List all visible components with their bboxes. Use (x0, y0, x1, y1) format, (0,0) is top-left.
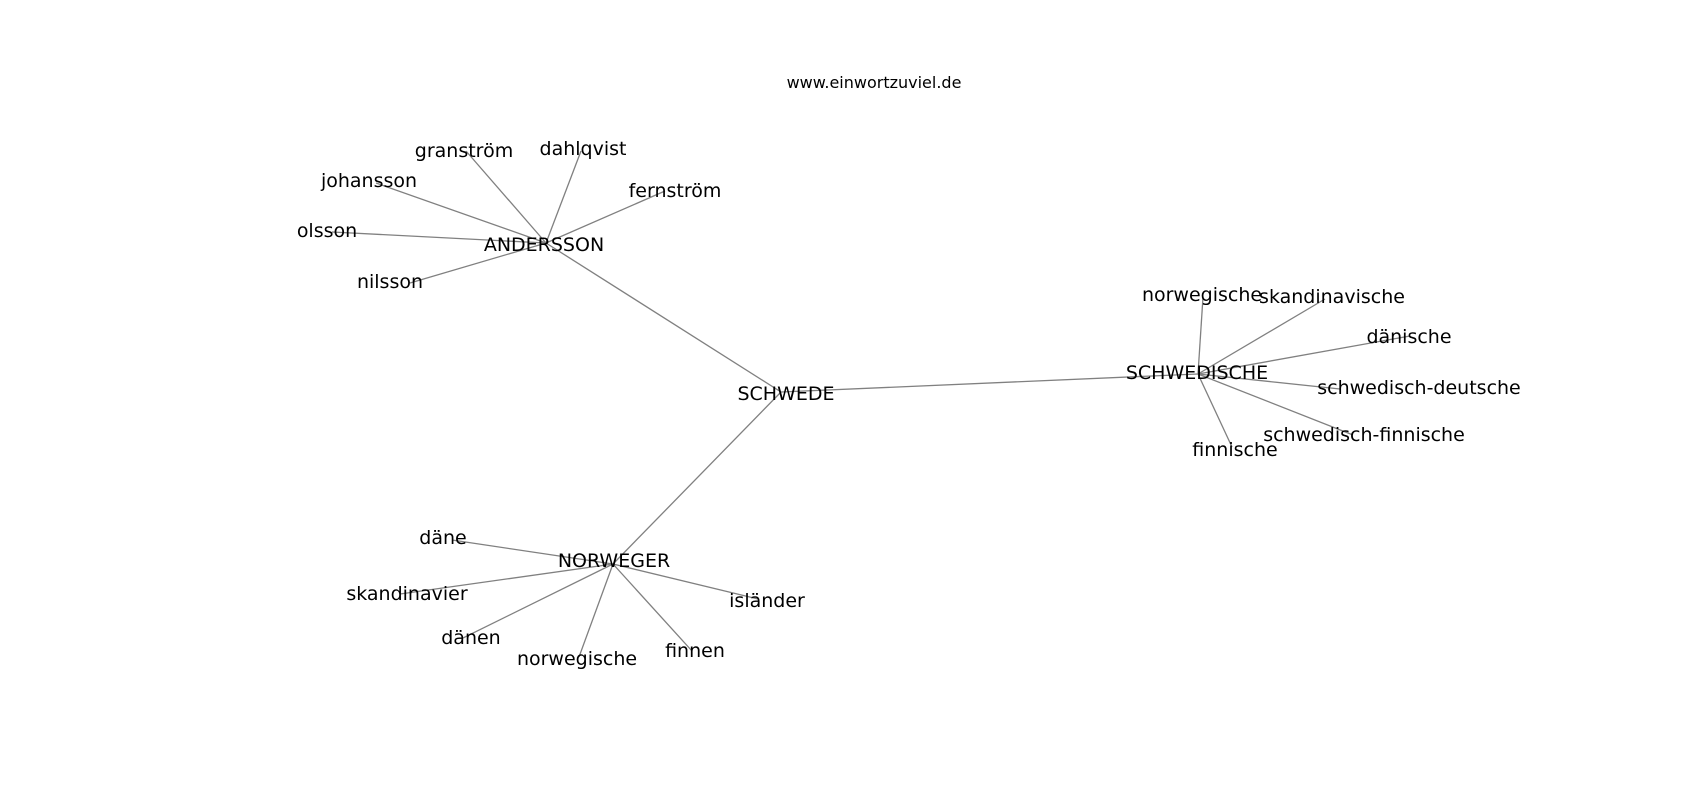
node-label-schwedische-finnische: finnische (1192, 439, 1277, 461)
node-label-norweger: NORWEGER (558, 550, 670, 572)
node-label-andersson-olsson: olsson (297, 220, 357, 242)
node-label-andersson: ANDERSSON (484, 234, 604, 256)
graph-edges (331, 150, 1411, 658)
edge-norweger-finnen (612, 563, 693, 652)
node-label-schwedische-daenische: dänische (1366, 326, 1451, 348)
edge-schwede-norweger (612, 391, 782, 565)
node-label-schwedische: SCHWEDISCHE (1126, 362, 1268, 384)
edge-andersson-nilsson (409, 242, 547, 284)
node-label-norweger-daene: däne (419, 527, 466, 549)
node-label-norweger-skandinavier: skandinavier (346, 583, 467, 605)
edge-schwedische-skandinavische (1197, 298, 1326, 375)
edge-schwedische-schwedisch-finnische (1197, 373, 1354, 436)
edge-schwedische-daenische (1197, 335, 1411, 375)
edge-andersson-johansson (375, 182, 547, 244)
node-label-norweger-daenen: dänen (441, 627, 500, 649)
node-label-schwedische-schwedisch-deutsche: schwedisch-deutsche (1317, 377, 1521, 399)
node-label-andersson-granstroem: granström (415, 140, 513, 162)
node-label-schwedische-schwedisch-finnische: schwedisch-finnische (1263, 424, 1465, 446)
edge-andersson-granstroem (465, 150, 547, 244)
edge-andersson-olsson (331, 231, 547, 244)
site-caption: www.einwortzuviel.de (787, 73, 962, 92)
edge-norweger-skandinavier (399, 563, 614, 595)
node-label-norweger-finnen: finnen (665, 640, 725, 662)
edge-norweger-islaender (612, 563, 759, 600)
edge-norweger-daenen (462, 563, 614, 639)
node-label-norweger-islaender: isländer (729, 590, 805, 612)
edge-schwedische-finnische (1197, 373, 1233, 448)
graph-labels: SCHWEDE ANDERSSON granström dahlqvist johans… (297, 138, 1521, 670)
edge-andersson-fernstroem (545, 190, 666, 244)
edge-schwedische-norwegische (1197, 296, 1204, 375)
node-label-schwedische-norwegische: norwegische (1142, 284, 1262, 306)
edge-andersson-dahlqvist (545, 150, 582, 244)
node-label-schwede: SCHWEDE (737, 383, 834, 405)
node-label-schwedische-skandinavische: skandinavische (1259, 286, 1405, 308)
node-label-andersson-nilsson: nilsson (357, 271, 423, 293)
edge-schwede-schwedische (780, 373, 1199, 393)
edge-schwedische-schwedisch-deutsche (1197, 373, 1341, 390)
edge-norweger-daene (451, 539, 614, 565)
node-label-andersson-fernstroem: fernström (629, 180, 722, 202)
edge-schwede-andersson (545, 242, 782, 393)
node-label-andersson-johansson: johansson (320, 170, 417, 192)
node-label-norweger-norwegische: norwegische (517, 648, 637, 670)
node-label-andersson-dahlqvist: dahlqvist (540, 138, 627, 160)
edge-norweger-norwegische (578, 563, 614, 658)
